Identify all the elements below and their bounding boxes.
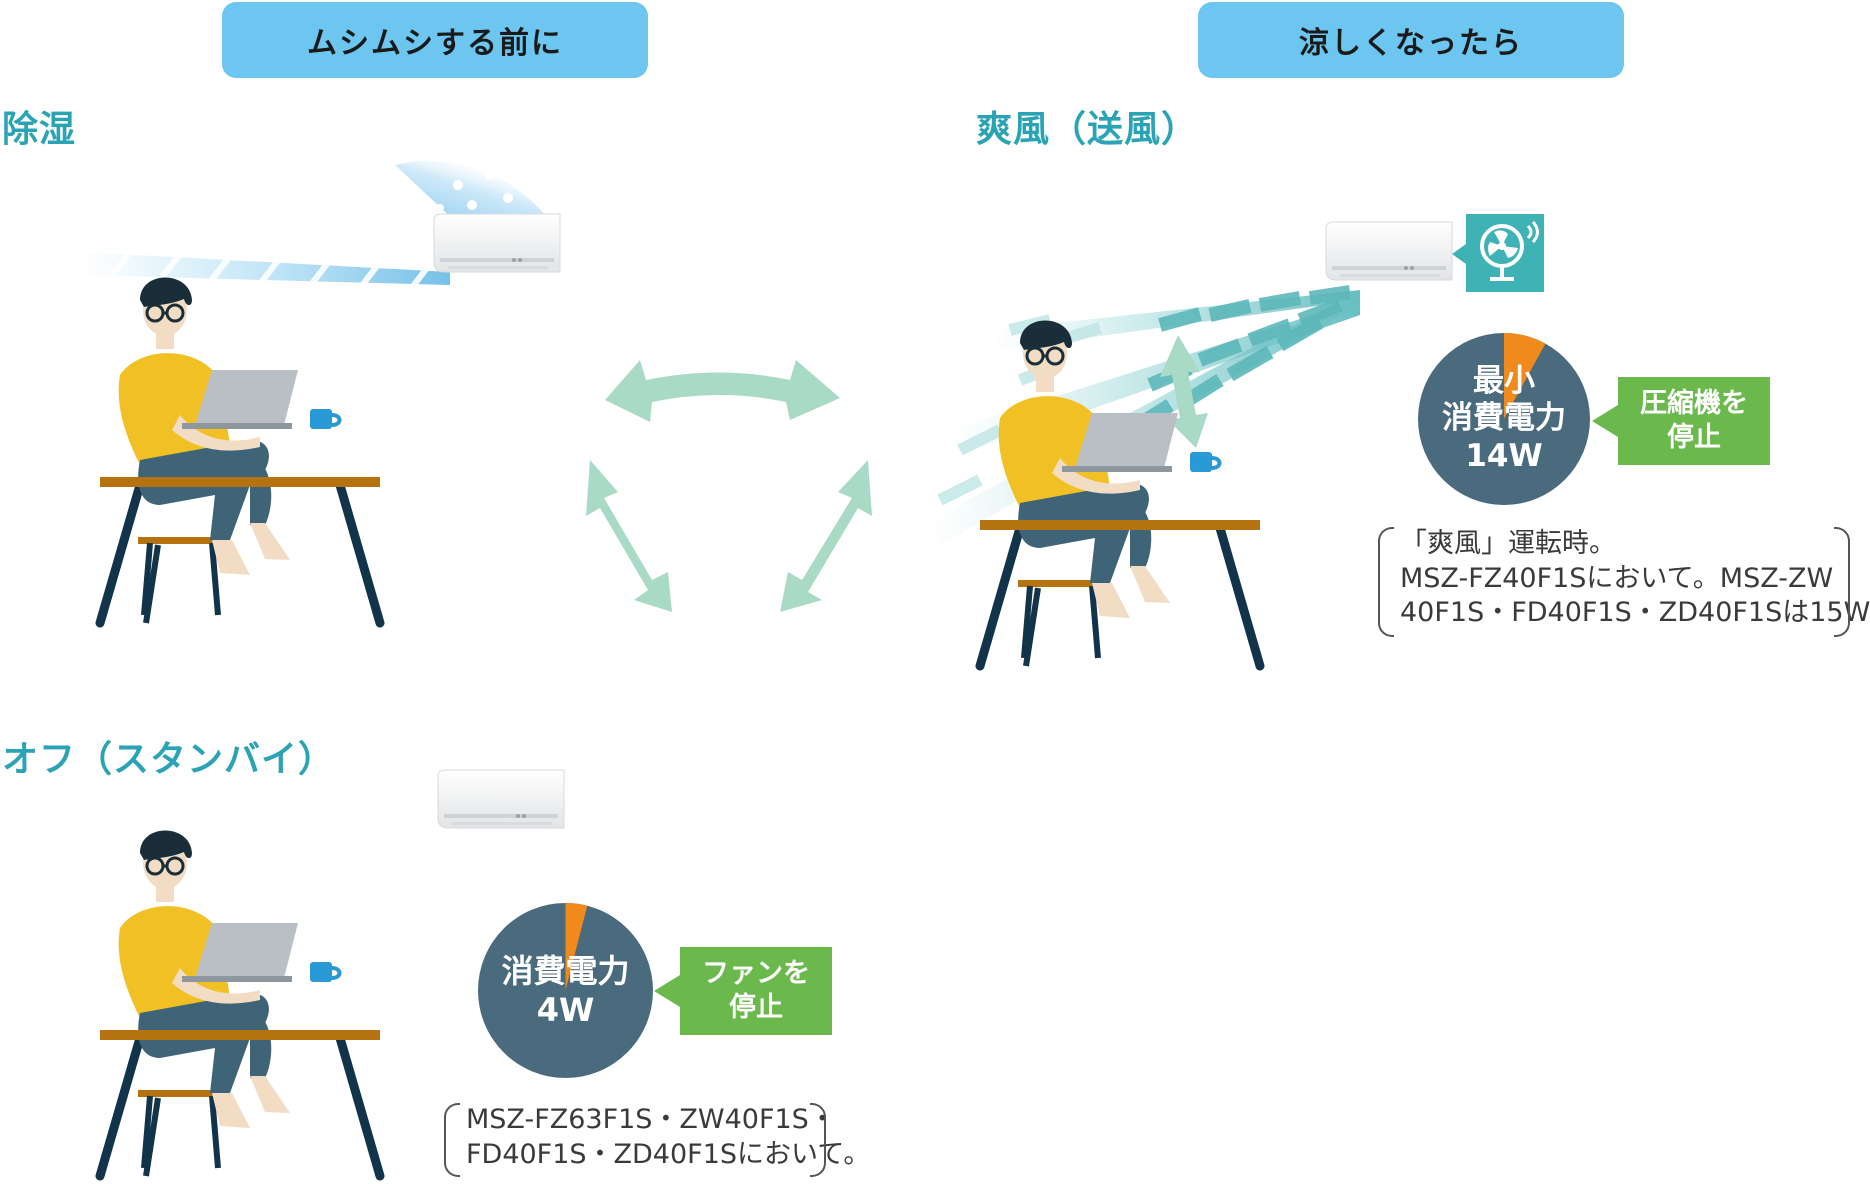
power-text-off: 消費電力 4W bbox=[501, 952, 629, 1029]
pie-off-slice bbox=[565, 903, 588, 991]
person-at-desk-icon bbox=[100, 831, 380, 1177]
note-line: MSZ-FZ40F1Sにおいて。MSZ-ZW bbox=[1400, 562, 1834, 594]
note-line: MSZ-FZ63F1S・ZW40F1S・ bbox=[466, 1104, 836, 1135]
pie-fan-slice bbox=[1504, 333, 1546, 419]
callout-fan-stop: ファンを 停止 bbox=[654, 947, 832, 1035]
cycle-arrows-icon bbox=[586, 360, 872, 612]
callout-line2: 停止 bbox=[729, 992, 783, 1023]
note-line: 40F1S・FD40F1S・ZD40F1Sは15W bbox=[1400, 597, 1870, 629]
pie-off-svg bbox=[478, 903, 653, 1078]
header-before-humid: ムシムシする前に bbox=[222, 2, 648, 78]
fan-icon bbox=[1452, 214, 1544, 292]
power-line2: 4W bbox=[536, 990, 595, 1029]
callout-line1: ファンを bbox=[702, 958, 810, 990]
note-line: FD40F1S・ZD40F1Sにおいて。 bbox=[466, 1138, 871, 1170]
header-after-cool: 涼しくなったら bbox=[1198, 2, 1624, 78]
power-pie-fan: 最小 消費電力 14W bbox=[1418, 333, 1590, 505]
air-conditioner-icon bbox=[437, 769, 565, 829]
note-line: 「爽風」運転時。 bbox=[1400, 528, 1616, 559]
power-line1: 最小 bbox=[1473, 363, 1535, 400]
power-line3: 14W bbox=[1465, 437, 1543, 474]
power-text-fan: 最小 消費電力 14W bbox=[1442, 363, 1566, 475]
person-at-desk-icon bbox=[100, 278, 380, 624]
note-fan: 「爽風」運転時。 MSZ-FZ40F1Sにおいて。MSZ-ZW 40F1S・FD… bbox=[1374, 527, 1870, 637]
mode-label-dehumidify: 除湿 bbox=[2, 109, 77, 150]
power-line2: 消費電力 bbox=[1442, 400, 1566, 437]
mode-label-fan: 爽風（送風） bbox=[976, 109, 1199, 150]
pie-fan-svg bbox=[1418, 333, 1590, 505]
callout-compressor-stop: 圧縮機を 停止 bbox=[1592, 377, 1770, 465]
note-off: MSZ-FZ63F1S・ZW40F1S・ FD40F1S・ZD40F1Sにおいて… bbox=[440, 1103, 871, 1177]
dehumidify-scene bbox=[80, 160, 561, 624]
power-line1: 消費電力 bbox=[501, 952, 630, 991]
callout-line2: 停止 bbox=[1667, 422, 1721, 453]
air-conditioner-icon bbox=[1325, 221, 1453, 281]
fan-scene bbox=[930, 214, 1544, 666]
power-pie-off: 消費電力 4W bbox=[478, 903, 653, 1078]
callout-line1: 圧縮機を bbox=[1640, 388, 1748, 420]
air-conditioner-icon bbox=[433, 213, 561, 273]
mode-label-off: オフ（スタンバイ） bbox=[2, 739, 336, 780]
